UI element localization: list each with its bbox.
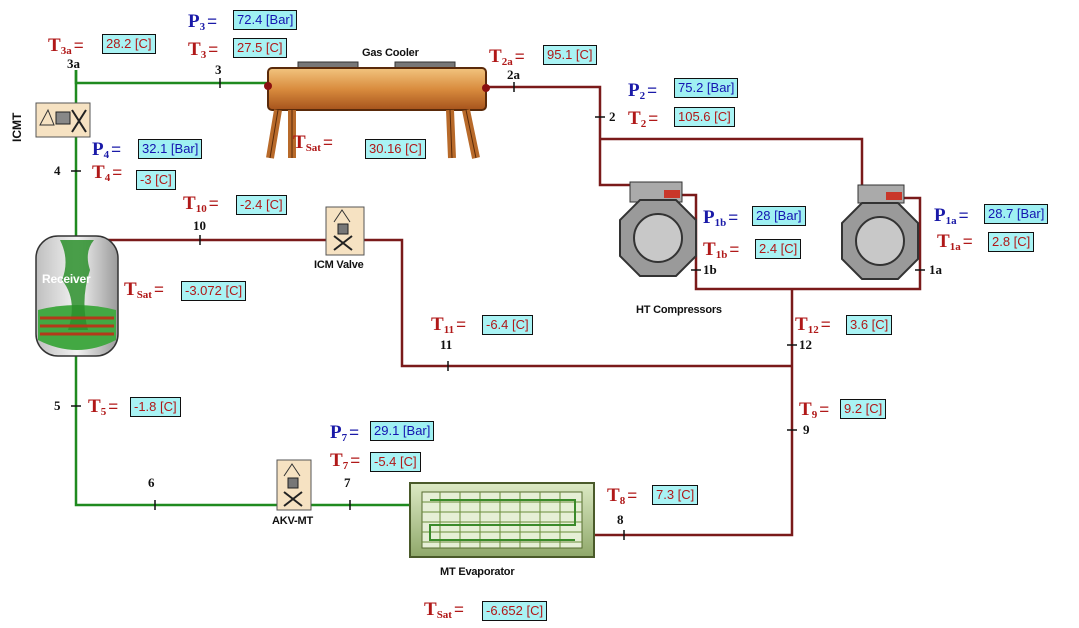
node-label-9: 9 [803,422,810,437]
label-T1b: T1b= [703,239,740,261]
value-T11: -6.4 [C] [482,315,533,335]
pipe-11 [358,238,792,368]
label-T8: T8= [607,485,638,507]
receiver-label: Receiver [42,272,91,286]
value-P4: 32.1 [Bar] [138,139,203,159]
label-P2: P2= [628,80,658,102]
label-P4: P4= [92,139,122,161]
node-label-10: 10 [193,218,206,233]
node-label-3a: 3a [67,56,80,71]
gas-cooler-label: Gas Cooler [362,47,419,59]
akv-mt-unit [276,459,312,511]
value-Tsat-receiver: -3.072 [C] [181,281,247,301]
node-label-8: 8 [617,512,624,527]
label-T9: T9= [799,399,830,421]
value-T1b: 2.4 [C] [755,239,802,259]
label-T11: T11= [431,314,467,336]
node-ticks [71,78,925,540]
icmt-label: ICMT [10,112,24,142]
compressor-1a [841,184,919,280]
label-Tsat-receiver: TSat= [124,279,164,301]
hot-pipes [106,85,922,537]
pipe-3a-3 [74,70,268,85]
value-P1a: 28.7 [Bar] [984,204,1049,224]
value-T7: -5.4 [C] [370,452,421,472]
mt-evaporator-label: MT Evaporator [440,566,515,578]
pipe-2-1a-discharge [600,137,864,191]
value-P2: 75.2 [Bar] [674,78,739,98]
value-T3a: 28.2 [C] [102,34,156,54]
node-label-12: 12 [799,337,812,352]
label-T3a: T3a= [48,35,84,57]
value-T12: 3.6 [C] [846,315,893,335]
pipe-5-6 [74,356,282,507]
label-Tsat-gas-cooler: TSat= [293,132,333,154]
value-T4: -3 [C] [136,170,176,190]
value-T2a: 95.1 [C] [543,45,597,65]
node-label-1a: 1a [929,262,942,277]
value-T9: 9.2 [C] [840,399,887,419]
label-T10: T10= [183,193,219,215]
value-Tsat-evaporator: -6.652 [C] [482,601,548,621]
label-T3: T3= [188,39,219,61]
label-T7: T7= [330,450,361,472]
value-P1b: 28 [Bar] [752,206,806,226]
label-T4: T4= [92,162,123,184]
node-label-11: 11 [440,337,453,352]
label-P7: P7= [330,422,360,444]
node-label-5: 5 [54,398,61,413]
label-P1a: P1a= [934,205,969,227]
compressor-1b [619,181,697,277]
node-label-2a: 2a [507,67,520,82]
label-T1a: T1a= [937,231,973,253]
value-Tsat-gas-cooler: 30.16 [C] [365,139,426,159]
label-T12: T12= [795,314,831,336]
pipe-12-9-8 [592,289,794,537]
label-T5: T5= [88,396,119,418]
value-T2: 105.6 [C] [674,107,735,127]
label-T2a: T2a= [489,46,525,68]
receiver-vessel [35,235,119,357]
pipe-2a-2 [486,85,636,187]
icm-valve-label: ICM Valve [314,259,364,271]
mt-evaporator-unit [409,482,595,558]
ht-compressors-label: HT Compressors [636,304,722,316]
label-P3: P3= [188,11,218,33]
value-P3: 72.4 [Bar] [233,10,298,30]
gas-cooler-unit [264,61,490,159]
akv-mt-label: AKV-MT [272,515,313,527]
value-T5: -1.8 [C] [130,397,181,417]
label-Tsat-evaporator: TSat= [424,599,464,621]
icmt-valve [35,102,91,138]
node-label-2: 2 [609,109,616,124]
node-label-3: 3 [215,62,222,77]
value-T1a: 2.8 [C] [988,232,1035,252]
value-T10: -2.4 [C] [236,195,287,215]
label-P1b: P1b= [703,207,739,229]
value-T8: 7.3 [C] [652,485,699,505]
pipe-suction-header [682,193,922,291]
label-T2: T2= [628,108,659,130]
value-P7: 29.1 [Bar] [370,421,435,441]
icm-valve-unit [325,206,365,256]
node-label-1b: 1b [703,262,717,277]
value-T3: 27.5 [C] [233,38,287,58]
node-label-4: 4 [54,163,61,178]
node-label-7: 7 [344,475,351,490]
node-label-6: 6 [148,475,155,490]
